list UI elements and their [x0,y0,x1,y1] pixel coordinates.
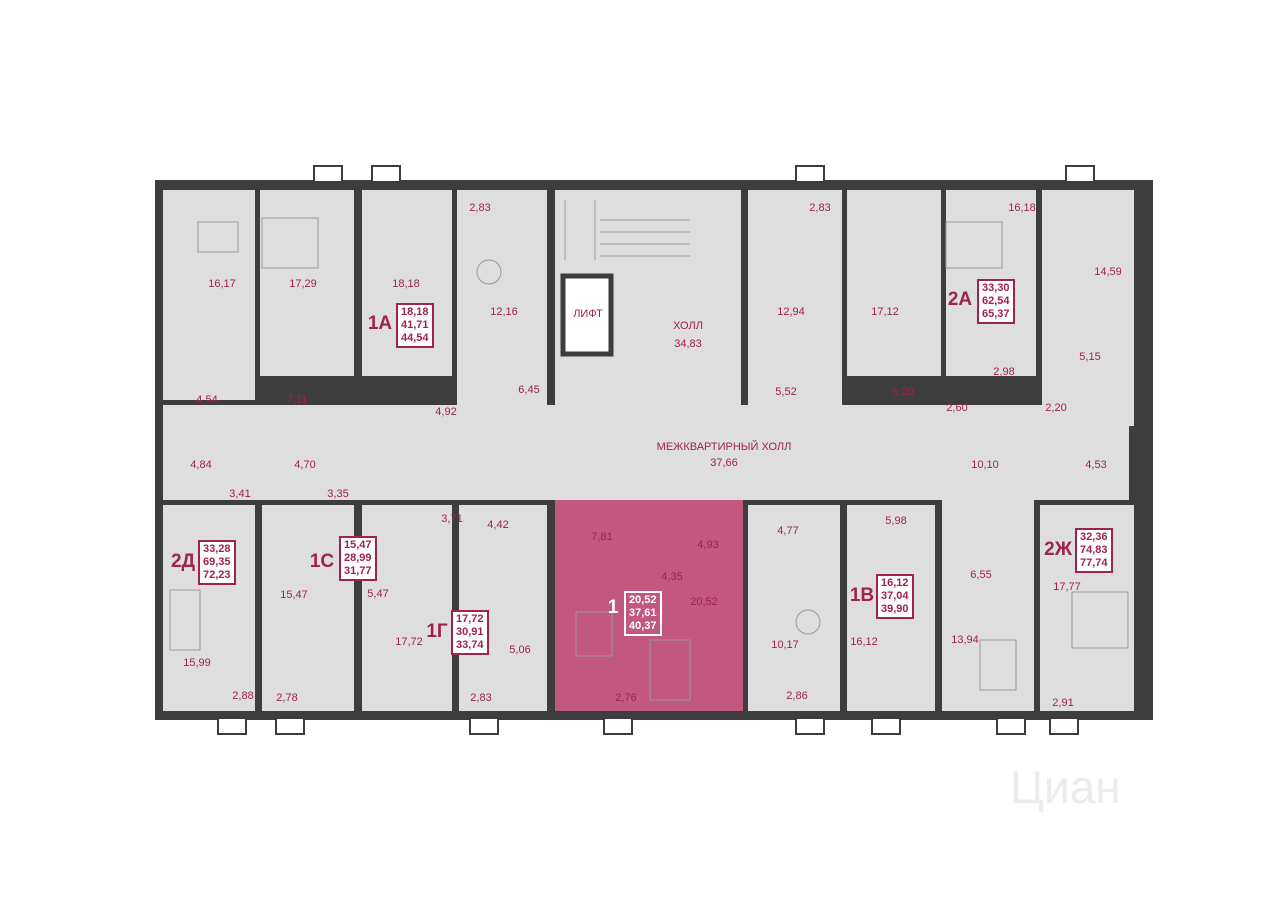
room-area: 5,06 [509,644,531,656]
room-area: 17,77 [1053,581,1081,593]
room-area: 4,77 [777,525,799,537]
apartment-code: 2А [947,289,973,310]
room-area: 5,20 [892,386,914,398]
room-area: 2,78 [276,692,298,704]
room-area: 2,83 [470,692,492,704]
room-area: 4,92 [435,406,457,418]
room-area: 3,35 [327,488,349,500]
room-area: 5,98 [885,515,907,527]
stairs [564,200,690,260]
room-area: 4,84 [190,459,212,471]
corridor-area: 37,66 [710,457,738,469]
room-area: 15,99 [183,657,211,669]
rooms [163,190,1134,711]
room-area: 3,71 [441,513,463,525]
room-area: 4,54 [196,394,218,406]
room-area: 2,88 [232,690,254,702]
corridor-label: МЕЖКВАРТИРНЫЙ ХОЛЛ [656,441,792,453]
room-area: 5,47 [367,588,389,600]
room-area: 16,18 [1008,202,1036,214]
room-area: 10,10 [971,459,999,471]
room-area: 5,52 [775,386,797,398]
room-area: 2,60 [946,402,968,414]
room-area: 2,91 [1052,697,1074,709]
room-area: 17,12 [871,306,899,318]
room-area: 17,72 [395,636,423,648]
room-area: 2,83 [809,202,831,214]
apartment-code: 2Ж [1044,539,1072,560]
room-area: 15,47 [280,589,308,601]
room-area: 4,93 [697,539,719,551]
apartment-code: 1 [607,597,619,618]
room-area: 16,12 [850,636,878,648]
room-area: 16,17 [208,278,236,290]
room-area: 4,70 [294,459,316,471]
elevator-shaft [560,273,614,357]
room-area: 2,20 [1045,402,1067,414]
apartment-code: 1В [849,585,875,606]
room-area: 13,94 [951,634,979,646]
apartment-code: 1А [367,313,393,334]
room-area: 10,17 [771,639,799,651]
room-area: 6,45 [518,384,540,396]
hall-label: ХОЛЛ [673,320,703,332]
room-area: 7,81 [591,531,613,543]
room-area: 5,15 [1079,351,1101,363]
room-area: 3,41 [229,488,251,500]
room-area: 2,98 [993,366,1015,378]
room-area: 20,52 [690,596,718,608]
room-area: 2,83 [469,202,491,214]
room-area: 7,11 [286,394,308,406]
watermark: Циан [1010,761,1121,813]
room-area: 12,94 [777,306,805,318]
room-area: 18,18 [392,278,420,290]
room-area: 17,29 [289,278,317,290]
room-area: 14,59 [1094,266,1122,278]
apartment-code: 1С [309,551,335,572]
windows [217,165,1095,735]
room-area: 4,35 [661,571,683,583]
room-area: 2,76 [615,692,637,704]
elevator-label: ЛИФТ [573,308,603,320]
room-area: 2,86 [786,690,808,702]
room-area: 6,55 [970,569,992,581]
apartment-code: 1Г [426,621,448,642]
room-area: 12,16 [490,306,518,318]
hall-area: 34,83 [674,338,702,350]
room-area: 4,53 [1085,459,1107,471]
apartment-code: 2Д [170,551,196,572]
furniture [169,217,1129,701]
room-area: 4,42 [487,519,509,531]
